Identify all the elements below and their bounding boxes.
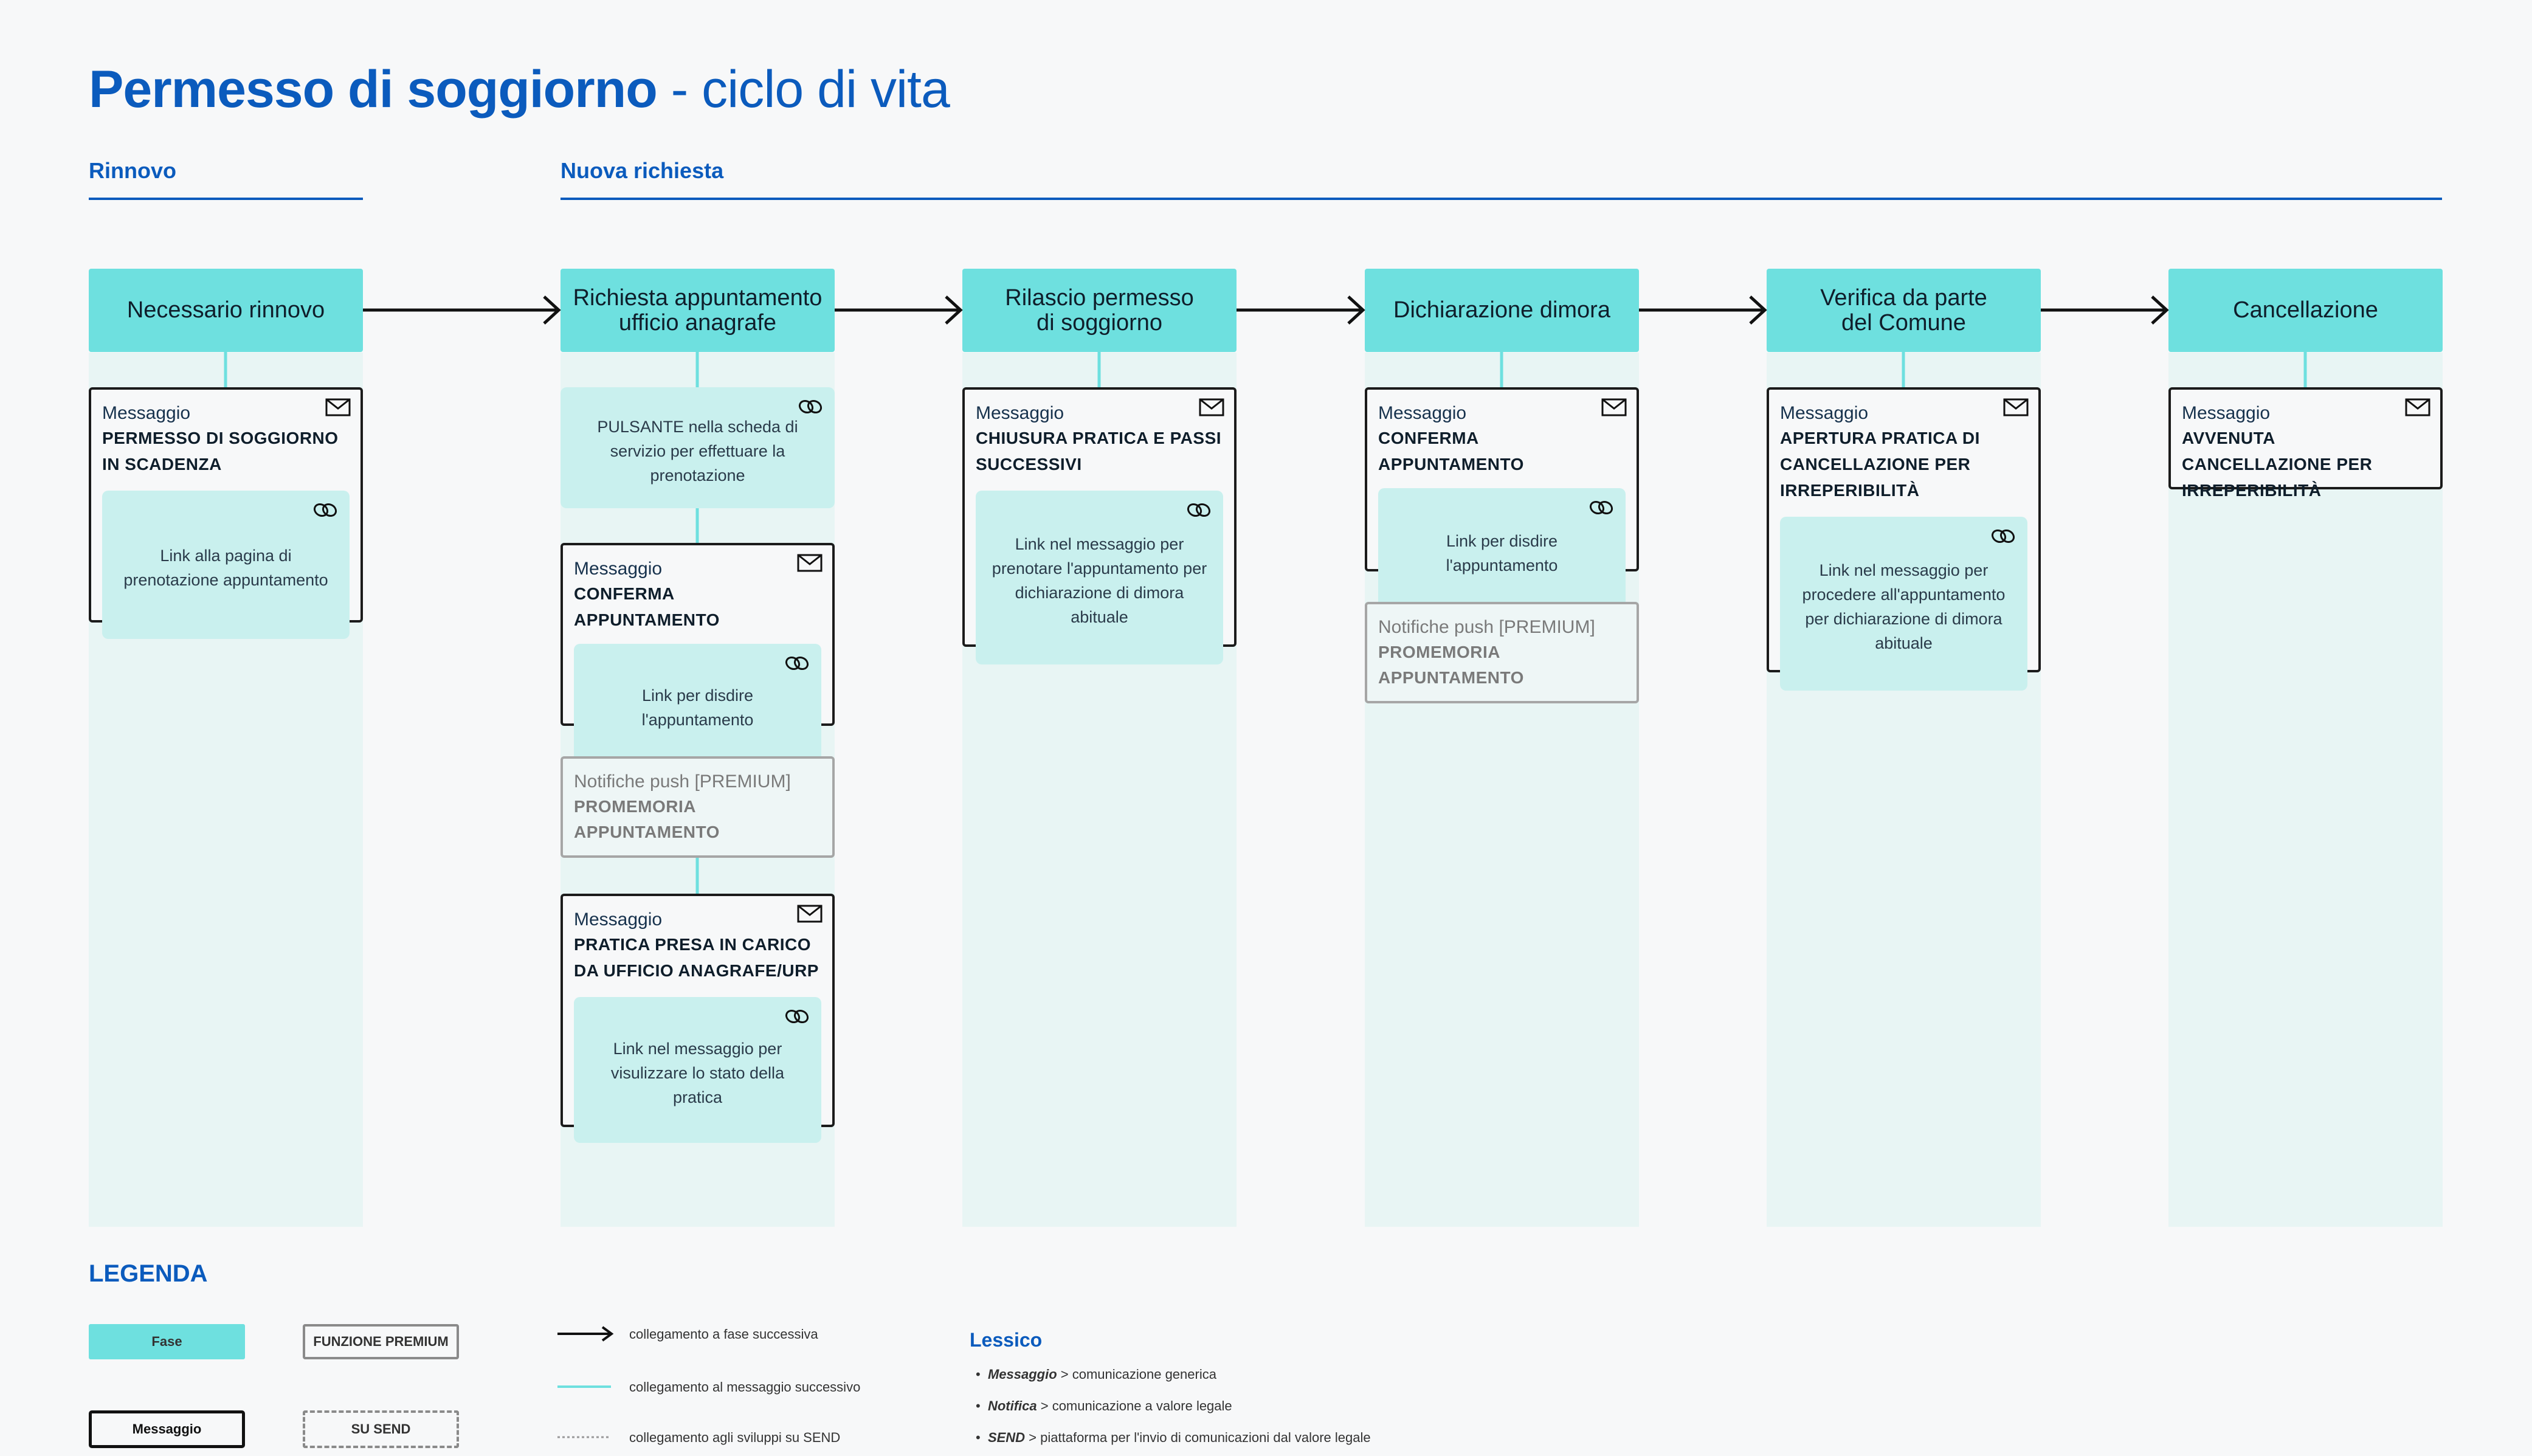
- page-title: Permesso di soggiorno - ciclo di vita: [89, 60, 950, 120]
- phase-6: Cancellazione: [2168, 269, 2443, 352]
- card-heading: CHIUSURA PRATICA E PASSI SUCCESSIVI: [976, 429, 1222, 474]
- link-text: Link per disdire l'appuntamento: [1446, 532, 1558, 574]
- link-box[interactable]: Link per disdire l'appuntamento: [1378, 488, 1626, 612]
- card-push-promemoria: Notifiche push [PREMIUM] PROMEMORIA APPU…: [561, 756, 835, 858]
- card-kind: Notifiche push [PREMIUM]: [1378, 617, 1595, 637]
- arrowhead-4-5: [1749, 295, 1767, 325]
- mail-icon: [325, 398, 351, 416]
- arrowhead-5-6: [2151, 295, 2169, 325]
- card-kind: Messaggio: [1378, 403, 1467, 423]
- lessico-item-1: • Messaggio > comunicazione generica: [976, 1367, 1216, 1382]
- card-msg-chiusura-pratica: Messaggio CHIUSURA PRATICA E PASSI SUCCE…: [962, 387, 1237, 664]
- lessico-term: Notifica: [987, 1398, 1037, 1413]
- card-msg-pratica-presa: Messaggio PRATICA PRESA IN CARICO DA UFF…: [561, 894, 835, 1143]
- mail-icon: [1601, 398, 1627, 416]
- legend-line-samples: [557, 1326, 614, 1438]
- mail-icon: [2405, 398, 2430, 416]
- card-heading: PROMEMORIA APPUNTAMENTO: [574, 797, 720, 841]
- phase-2: Richiesta appuntamento ufficio anagrafe: [561, 269, 835, 352]
- link-box[interactable]: Link nel messaggio per visulizzare lo st…: [574, 997, 821, 1143]
- legend-title: LEGENDA: [89, 1260, 208, 1287]
- card-heading: AVVENUTA CANCELLAZIONE PER IRREPERIBILIT…: [2182, 429, 2373, 500]
- section-renewal-line: [89, 198, 363, 200]
- card-heading: CONFERMA APPUNTAMENTO: [1378, 429, 1524, 474]
- legend-send: SU SEND: [303, 1410, 459, 1448]
- legend-message-label: Messaggio: [132, 1421, 202, 1437]
- button-description: PULSANTE nella scheda di servizio per ef…: [597, 417, 798, 485]
- legend-dotted-label: collegamento agli sviluppi su SEND: [629, 1430, 841, 1445]
- link-box[interactable]: Link per disdire l'appuntamento: [574, 644, 821, 765]
- legend-phase-label: Fase: [151, 1334, 182, 1349]
- lessico-title: Lessico: [970, 1329, 1043, 1351]
- link-text: Link nel messaggio per visulizzare lo st…: [610, 1040, 785, 1106]
- arrowhead-2-3: [945, 295, 963, 325]
- link-icon: [1187, 503, 1211, 517]
- link-icon: [1991, 529, 2015, 543]
- lessico-desc: > comunicazione a valore legale: [1037, 1398, 1232, 1413]
- legend-phase: Fase: [89, 1324, 245, 1359]
- lessico-term: Messaggio: [987, 1367, 1057, 1382]
- lessico-item-3: • SEND > piattaforma per l'invio di comu…: [976, 1430, 1371, 1445]
- card-heading: PRATICA PRESA IN CARICO DA UFFICIO ANAGR…: [574, 935, 819, 980]
- card-heading: PROMEMORIA APPUNTAMENTO: [1378, 643, 1524, 687]
- card-kind: Messaggio: [102, 403, 191, 423]
- link-text: Link per disdire l'appuntamento: [641, 686, 754, 729]
- card-msg-conferma-appuntamento-dimora: Messaggio CONFERMA APPUNTAMENTO Link per…: [1365, 387, 1639, 612]
- link-icon: [785, 1009, 809, 1024]
- link-text: Link nel messaggio per prenotare l'appun…: [992, 535, 1207, 626]
- card-kind: Notifiche push [PREMIUM]: [574, 771, 791, 792]
- section-new-request-line: [561, 198, 2442, 200]
- link-box[interactable]: Link alla pagina di prenotazione appunta…: [102, 491, 350, 639]
- card-kind: Messaggio: [574, 559, 663, 579]
- card-kind: Messaggio: [976, 403, 1064, 423]
- card-msg-conferma-appuntamento: Messaggio CONFERMA APPUNTAMENTO Link per…: [561, 543, 835, 765]
- legend-line-label: collegamento al messaggio successivo: [629, 1379, 861, 1395]
- card-heading: CONFERMA APPUNTAMENTO: [574, 584, 720, 629]
- legend-arrow-label: collegamento a fase successiva: [629, 1327, 818, 1342]
- arrowhead-1-2: [543, 295, 561, 325]
- link-icon: [798, 399, 823, 414]
- card-heading: APERTURA PRATICA DI CANCELLAZIONE PER IR…: [1780, 429, 1980, 500]
- title-main: Permesso di soggiorno: [89, 60, 658, 119]
- link-icon: [1589, 500, 1613, 515]
- mail-icon: [797, 905, 823, 923]
- legend-arrow-sample: [557, 1326, 614, 1342]
- card-push-promemoria-dimora: Notifiche push [PREMIUM] PROMEMORIA APPU…: [1365, 602, 1639, 703]
- legend-premium-label: FUNZIONE PREMIUM: [313, 1334, 449, 1349]
- legend-send-label: SU SEND: [351, 1421, 411, 1437]
- card-msg-permesso-scadenza: Messaggio PERMESSO DI SOGGIORNO IN SCADE…: [89, 387, 363, 639]
- legend-premium: FUNZIONE PREMIUM: [303, 1324, 459, 1359]
- link-text: Link nel messaggio per procedere all'app…: [1802, 561, 2006, 652]
- link-box[interactable]: Link nel messaggio per procedere all'app…: [1780, 517, 2027, 691]
- mail-icon: [2003, 398, 2029, 416]
- arrowhead-3-4: [1347, 295, 1365, 325]
- link-box[interactable]: Link nel messaggio per prenotare l'appun…: [976, 491, 1223, 664]
- lessico-item-2: • Notifica > comunicazione a valore lega…: [976, 1398, 1232, 1413]
- card-kind: Messaggio: [2182, 403, 2271, 423]
- card-kind: Messaggio: [1780, 403, 1869, 423]
- mail-icon: [1199, 398, 1224, 416]
- lessico-term: SEND: [987, 1430, 1026, 1445]
- card-kind: Messaggio: [574, 909, 663, 930]
- section-new-request: Nuova richiesta: [561, 158, 724, 183]
- link-text: Link alla pagina di prenotazione appunta…: [123, 547, 328, 589]
- lessico-desc: > comunicazione generica: [1057, 1367, 1216, 1382]
- phase-5: Verifica da parte del Comune: [1767, 269, 2041, 352]
- column-bg-6: [2168, 353, 2443, 1227]
- phase-3: Rilascio permesso di soggiorno: [962, 269, 1237, 352]
- mail-icon: [797, 554, 823, 572]
- card-msg-avvenuta-cancellazione: Messaggio AVVENUTA CANCELLAZIONE PER IRR…: [2168, 387, 2443, 500]
- legend-message: Messaggio: [89, 1410, 245, 1448]
- title-sub: - ciclo di vita: [657, 60, 950, 119]
- lessico-desc: > piattaforma per l'invio di comunicazio…: [1025, 1430, 1371, 1445]
- card-heading: PERMESSO DI SOGGIORNO IN SCADENZA: [102, 429, 339, 474]
- card-msg-apertura-cancellazione: Messaggio APERTURA PRATICA DI CANCELLAZI…: [1767, 387, 2041, 691]
- phase-4: Dichiarazione dimora: [1365, 269, 1639, 352]
- link-icon: [313, 503, 337, 517]
- section-renewal: Rinnovo: [89, 158, 176, 183]
- phase-1: Necessario rinnovo: [89, 269, 363, 352]
- link-icon: [785, 656, 809, 671]
- card-button-prenotazione[interactable]: PULSANTE nella scheda di servizio per ef…: [561, 387, 835, 508]
